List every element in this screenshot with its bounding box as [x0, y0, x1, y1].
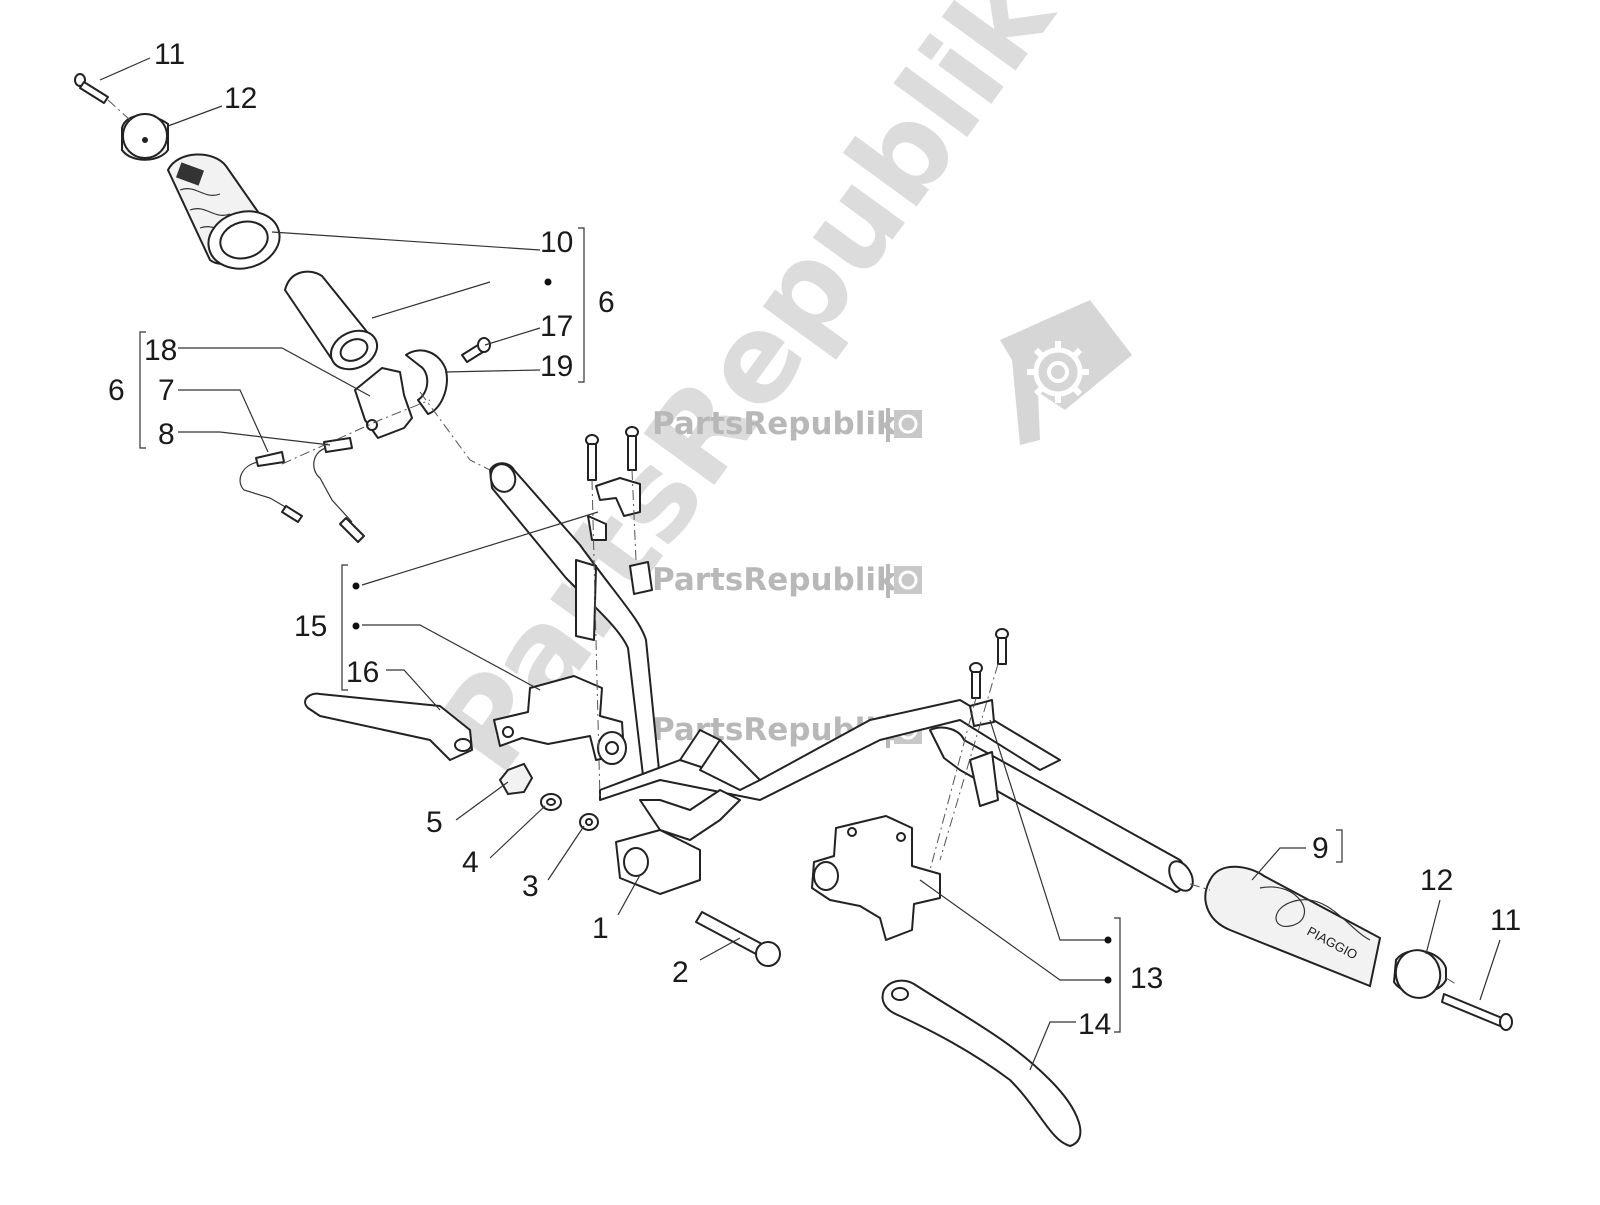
svg-text:PartsRepublik: PartsRepublik [652, 562, 898, 598]
part-clamp-screws-right [969, 628, 1009, 699]
callout-17: 17 [540, 310, 573, 343]
gear-icon [1027, 341, 1089, 403]
part-11-screw-right [1441, 993, 1513, 1031]
group-brackets [139, 227, 1343, 1033]
part-7-8-throttle-cables [239, 437, 365, 543]
callout-13: 13 [1130, 962, 1163, 995]
watermark-label-1: PartsRepublik [652, 406, 922, 442]
callout-6-left: 6 [108, 374, 125, 407]
part-3-washer [579, 813, 599, 831]
part-19-throttle-cover [405, 349, 448, 415]
part-15-handlebar-frame [489, 462, 1194, 893]
part-11-screw-left [74, 73, 109, 104]
part-15-master-cylinder-left [493, 675, 627, 765]
callout-2: 2 [672, 956, 689, 989]
callout-18: 18 [144, 334, 177, 367]
watermark-label-2: PartsRepublik [652, 562, 922, 598]
part-12-bar-end-left [121, 113, 169, 161]
part-5-nut [498, 762, 534, 796]
callout-8: 8 [158, 418, 175, 451]
callout-14: 14 [1078, 1008, 1111, 1041]
watermark-diagonal: PartsRepublik [411, 0, 1082, 797]
gear-icon [898, 414, 918, 434]
callout-10: 10 [540, 226, 573, 259]
callout-19: 19 [540, 350, 573, 383]
svg-text:PartsRepublik: PartsRepublik [652, 406, 898, 442]
part-16-brake-lever-left [304, 692, 473, 761]
gear-icon [898, 570, 918, 590]
part-2-bolt [695, 911, 781, 967]
callout-16: 16 [346, 656, 379, 689]
part-12-bar-end-right [1392, 949, 1447, 999]
callout-11-top: 11 [154, 38, 185, 71]
callout-4: 4 [462, 846, 479, 879]
group-dots [352, 278, 1112, 984]
callout-5: 5 [426, 806, 443, 839]
part-1-clamp-body [615, 829, 701, 895]
callout-1: 1 [592, 912, 609, 945]
part-clamp-screws-left [585, 426, 639, 481]
callout-3: 3 [522, 870, 539, 903]
callout-11-right: 11 [1490, 904, 1521, 937]
callout-12-right: 12 [1420, 864, 1453, 897]
assembly-centerlines [107, 99, 1457, 985]
leader-lines [99, 57, 1501, 1071]
part-9-grip-right: PIAGGIO [1204, 865, 1382, 988]
callout-12-top: 12 [224, 82, 257, 115]
watermark: PartsRepublik PartsRepublik PartsRepubli… [411, 0, 1132, 797]
callout-labels: 11 12 10 6 17 19 18 6 7 8 15 16 5 4 3 1 … [108, 38, 1521, 1041]
callout-6-right: 6 [598, 286, 615, 319]
part-17-screw [461, 337, 491, 363]
callout-15: 15 [294, 610, 327, 643]
part-throttle-tube [284, 270, 379, 371]
callout-9: 9 [1312, 832, 1329, 865]
callout-7: 7 [158, 374, 175, 407]
part-14-brake-lever-right [881, 979, 1082, 1147]
part-13-master-cylinder-right [811, 815, 941, 941]
part-18-throttle-housing [354, 367, 413, 439]
part-10-grip-left [166, 153, 281, 270]
watermark-flag-logo [1000, 300, 1132, 445]
part-4-washer [540, 793, 562, 811]
